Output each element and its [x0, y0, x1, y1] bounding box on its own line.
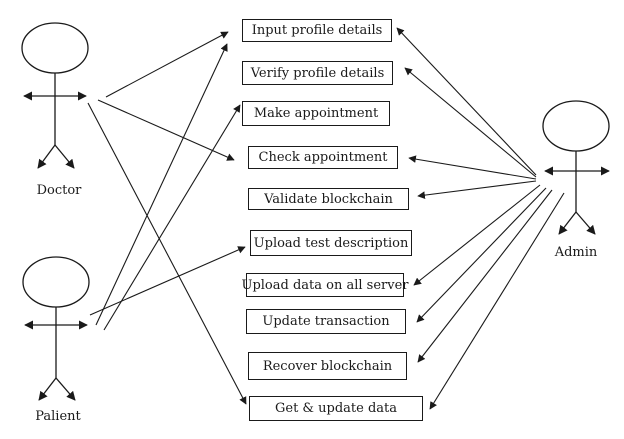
use-case-input-profile-details: Input profile details: [242, 19, 392, 42]
patient-to-upload-test: [89, 246, 246, 316]
patient-to-make-appointment: [103, 104, 241, 331]
admin-to-update-transaction: [416, 187, 547, 323]
admin-to-input-profile: [396, 27, 537, 176]
patient-label: Palient: [35, 409, 81, 424]
doctor-label: Doctor: [36, 183, 82, 198]
use-case-make-appointment: Make appointment: [242, 101, 390, 126]
patient-to-input-profile: [95, 43, 228, 326]
admin-to-get-update-data: [429, 192, 565, 410]
use-case-get-update-data: Get & update data: [249, 396, 423, 421]
admin-head: [542, 100, 610, 152]
admin-to-validate-blockchain: [417, 180, 537, 199]
use-case-upload-test-description: Upload test description: [250, 230, 412, 256]
patient-head: [22, 256, 90, 308]
doctor-head: [21, 22, 89, 74]
doctor-to-input-profile: [105, 31, 229, 98]
use-case-update-transaction: Update transaction: [246, 309, 406, 334]
doctor-to-get-update-data: [87, 102, 247, 405]
admin-to-check-appointment: [408, 155, 537, 180]
doctor-to-check-appointment: [97, 99, 235, 161]
patient-actor-figure: [22, 256, 90, 401]
use-case-recover-blockchain: Recover blockchain: [248, 352, 407, 380]
doctor-actor-figure: [21, 22, 89, 169]
admin-to-upload-data: [413, 184, 541, 286]
admin-actor-figure: [542, 100, 610, 235]
use-case-upload-data-on-all-server: Upload data on all server: [242, 273, 409, 297]
admin-to-recover-blockchain: [417, 189, 553, 363]
admin-label: Admin: [554, 245, 598, 260]
use-case-verify-profile-details: Verify profile details: [242, 61, 393, 85]
use-case-check-appointment: Check appointment: [248, 146, 398, 169]
use-case-validate-blockchain: Validate blockchain: [248, 188, 409, 210]
admin-to-verify-profile: [404, 67, 537, 178]
